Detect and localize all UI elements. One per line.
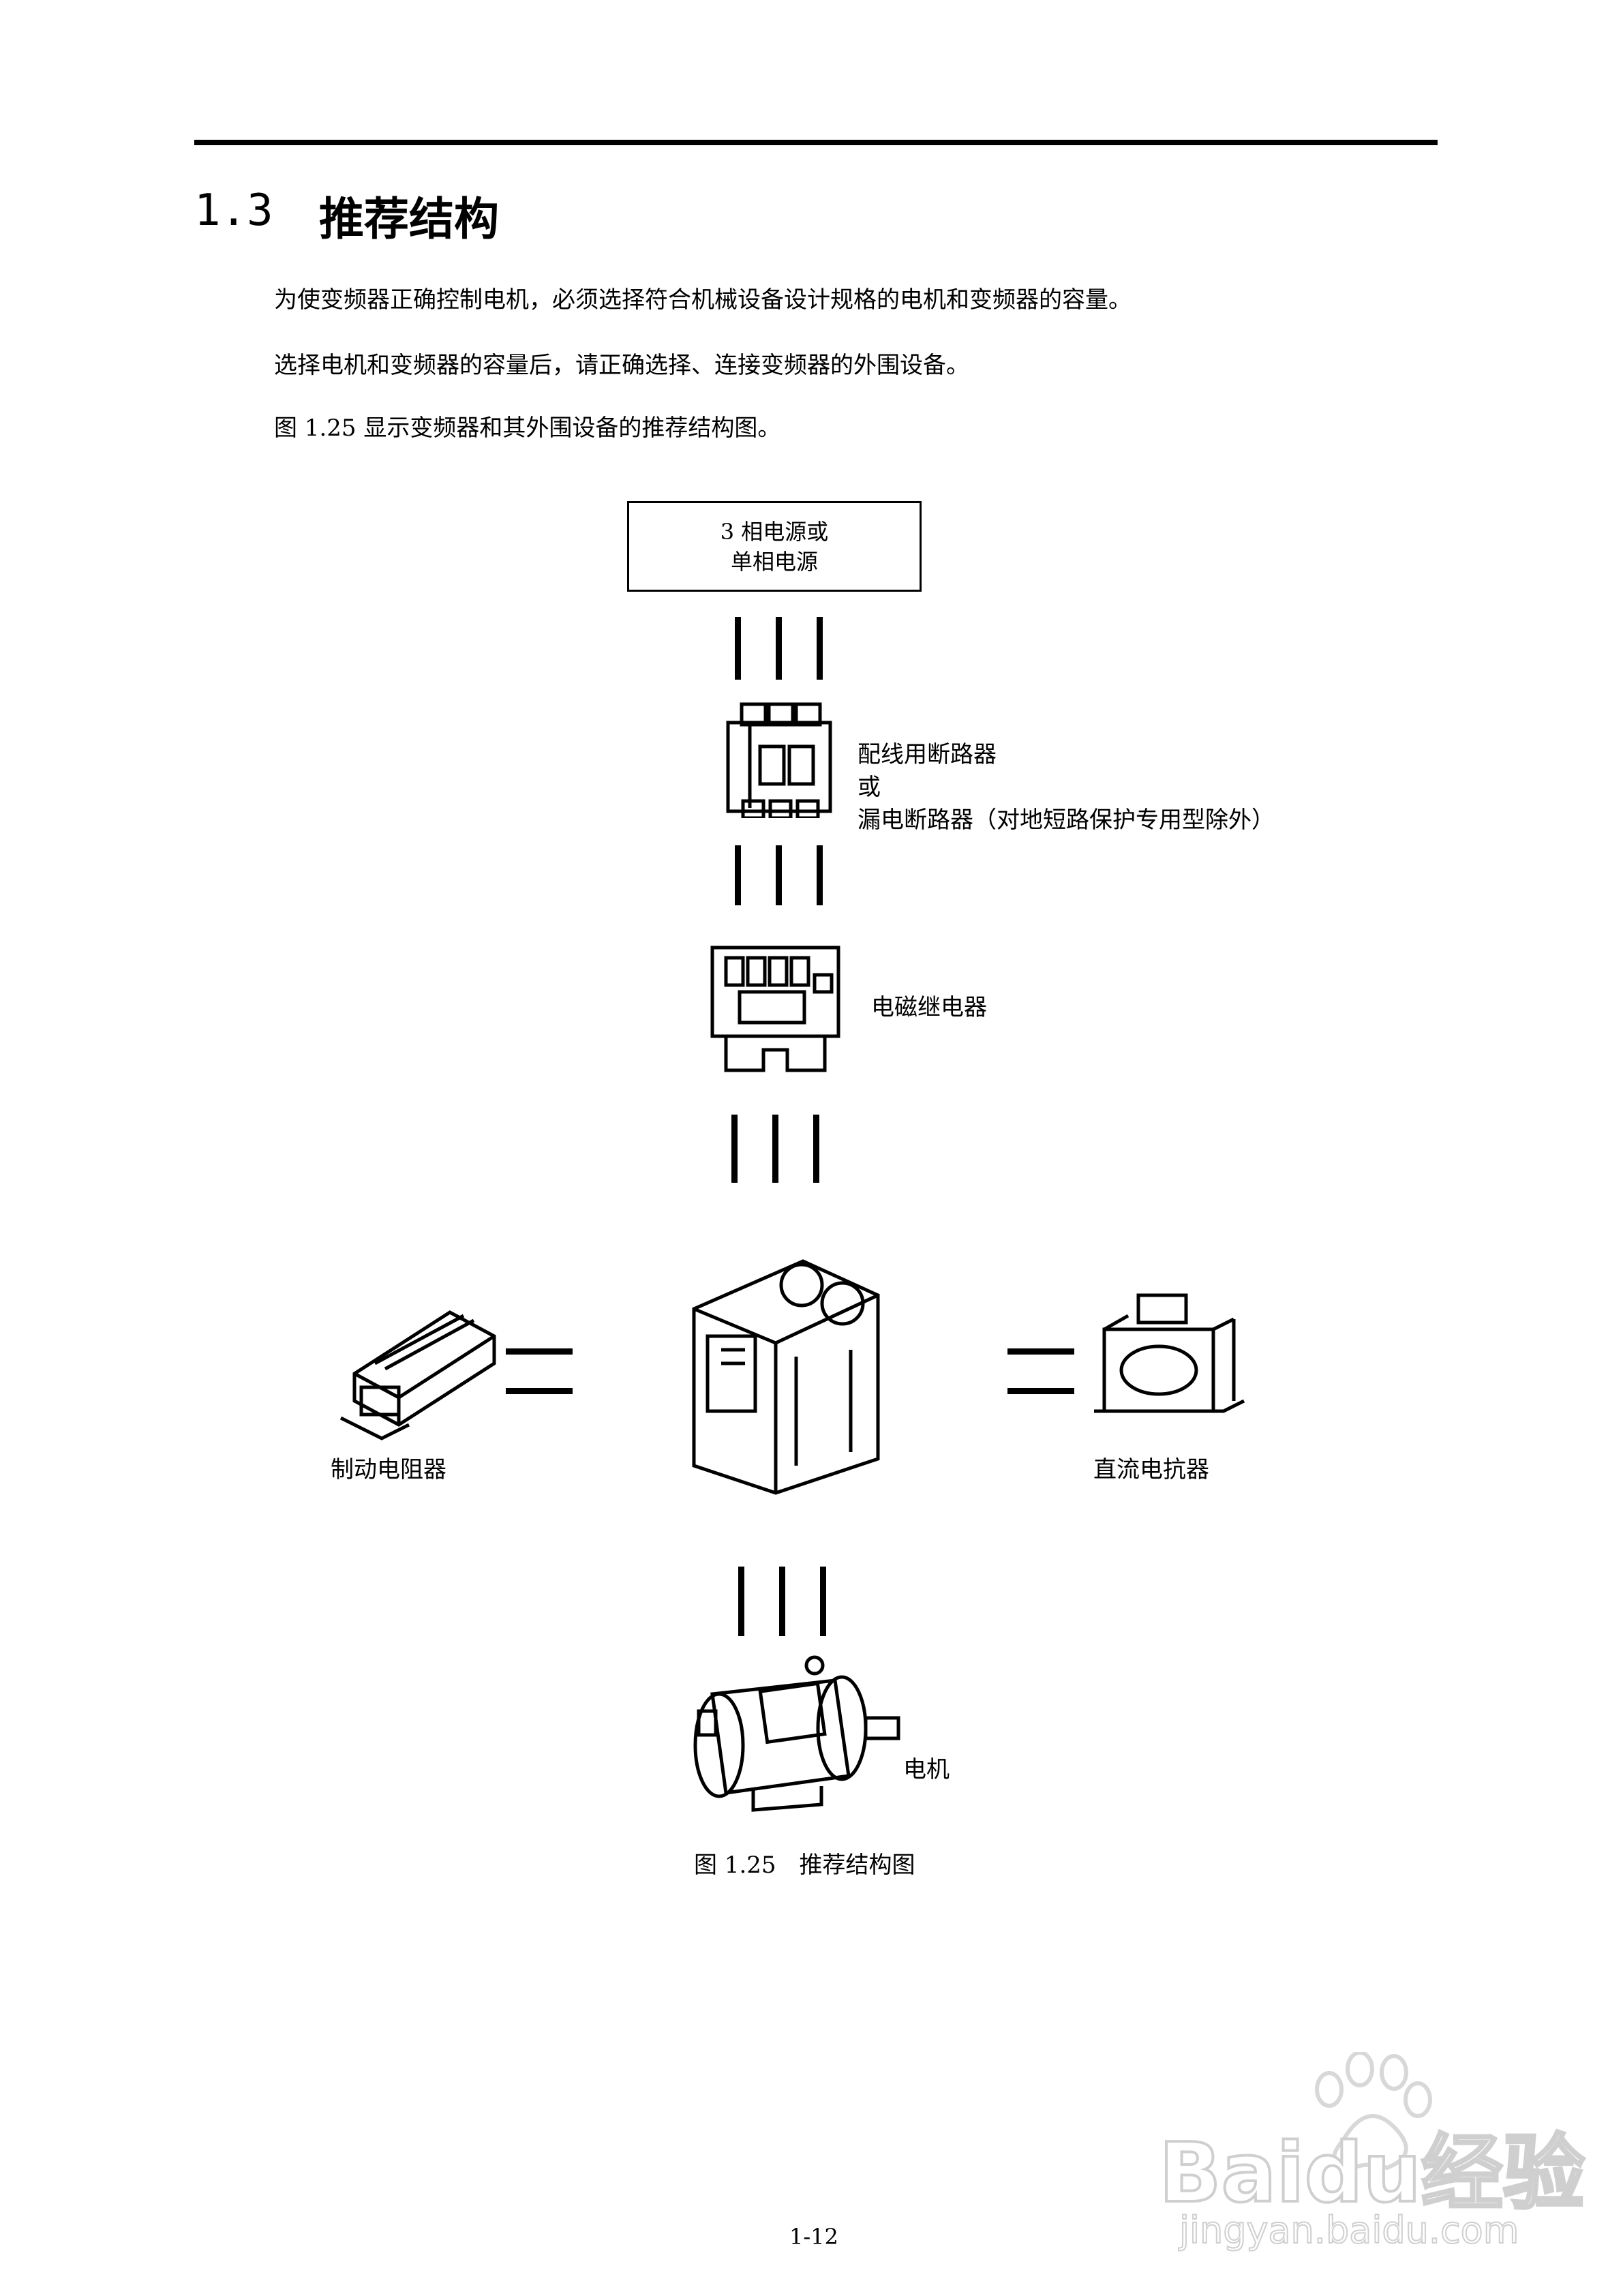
wire <box>776 845 782 905</box>
inverter-icon <box>692 1259 880 1495</box>
wire <box>1007 1348 1074 1355</box>
contactor-icon <box>710 946 840 1072</box>
figure-caption: 图 1.25 推荐结构图 <box>694 1852 915 1879</box>
wire <box>735 617 741 680</box>
wire <box>776 617 782 680</box>
wire <box>731 1115 738 1183</box>
brake-resistor-icon <box>339 1310 496 1440</box>
circuit-breaker-icon <box>726 702 832 818</box>
top-rule <box>194 140 1438 145</box>
wire <box>817 617 823 680</box>
breaker-label-line3: 漏电断路器（对地短路保护专用型除外） <box>858 806 1275 834</box>
wire <box>820 1567 826 1636</box>
power-source-box: 3 相电源或 单相电源 <box>627 501 922 592</box>
paragraph-2: 选择电机和变频器的容量后，请正确选择、连接变频器的外围设备。 <box>274 352 969 379</box>
section-number: 1.3 <box>194 185 273 236</box>
contactor-label: 电磁继电器 <box>871 994 987 1021</box>
wire <box>506 1348 573 1355</box>
paragraph-3: 图 1.25 显示变频器和其外围设备的推荐结构图。 <box>274 414 781 442</box>
power-source-line1: 3 相电源或 <box>720 519 829 545</box>
wire <box>813 1115 819 1183</box>
wire <box>1007 1388 1074 1394</box>
motor-label: 电机 <box>903 1756 950 1783</box>
wire <box>735 845 741 905</box>
section-title: 推荐结构 <box>319 193 499 245</box>
watermark-brand: Baidu经验 <box>1157 2125 1586 2222</box>
motor-icon <box>693 1655 900 1812</box>
breaker-label-line2: 或 <box>858 774 881 801</box>
power-source-line2: 单相电源 <box>730 549 818 575</box>
wire <box>506 1388 573 1394</box>
breaker-label-line1: 配线用断路器 <box>858 741 997 768</box>
breaker-label: 配线用断路器 或 漏电断路器（对地短路保护专用型除外） <box>858 738 1275 836</box>
dc-reactor-label: 直流电抗器 <box>1093 1456 1209 1483</box>
brake-resistor-label: 制动电阻器 <box>331 1456 446 1483</box>
wire <box>738 1567 744 1636</box>
paragraph-1: 为使变频器正确控制电机，必须选择符合机械设备设计规格的电机和变频器的容量。 <box>274 286 1132 314</box>
dc-reactor-icon <box>1094 1293 1245 1413</box>
baidu-paw-icon <box>1315 2052 1432 2172</box>
page-number: 1-12 <box>789 2224 838 2250</box>
wire <box>772 1115 778 1183</box>
wire <box>817 845 823 905</box>
watermark-url: jingyan.baidu.com <box>1179 2208 1519 2252</box>
wire <box>779 1567 785 1636</box>
